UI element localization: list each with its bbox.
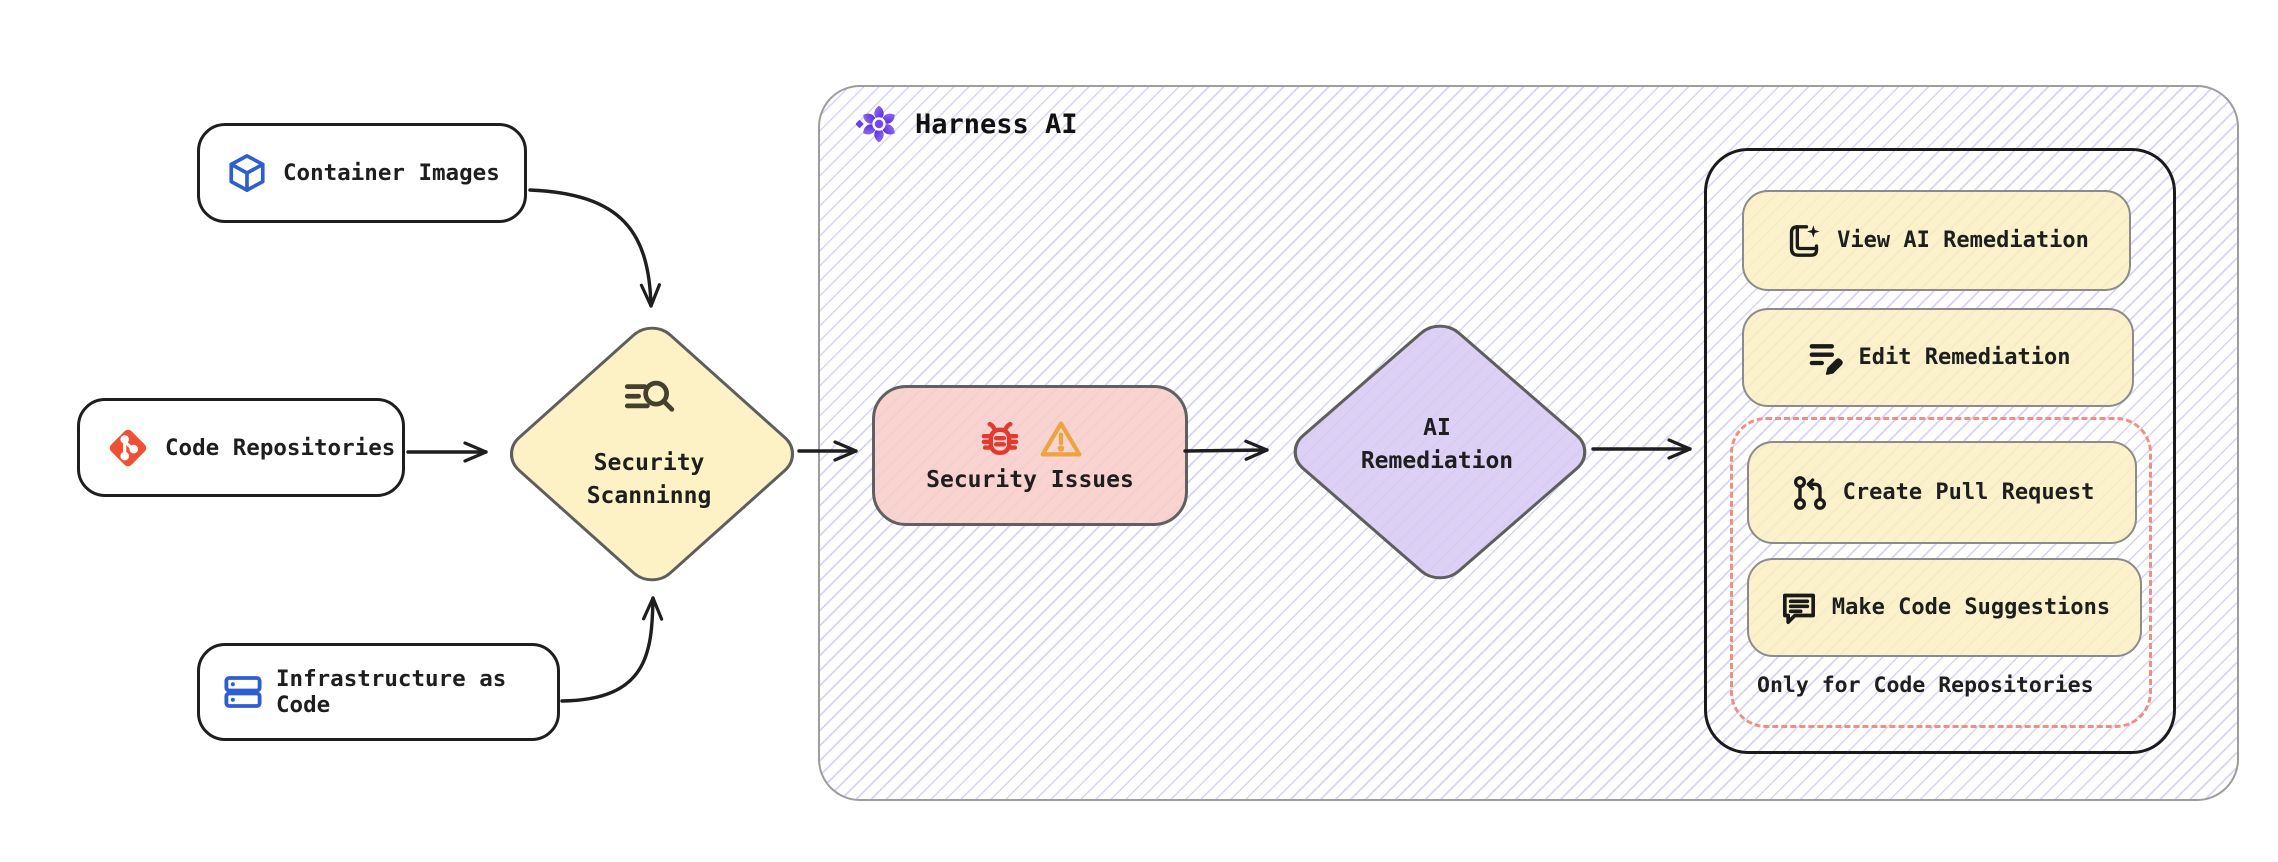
remediation-actions-container — [1704, 148, 2176, 754]
code-repo-only-group — [1730, 417, 2152, 728]
view-ai-remediation-node: View AI Remediation — [1742, 190, 2131, 291]
harness-ai-logo-icon — [856, 101, 902, 147]
harness-ai-title: Harness AI — [915, 108, 1078, 140]
edit-remediation-label: Edit Remediation — [1858, 345, 2071, 370]
server-stack-icon — [222, 671, 264, 713]
code-repositories-label: Code Repositories — [165, 434, 396, 461]
code-repo-only-note: Only for Code Repositories — [1757, 673, 2094, 698]
arrow-container-images-to-scanning — [528, 188, 662, 308]
security-scanning-label: Security Scanninng — [586, 450, 712, 509]
create-pull-request-label: Create Pull Request — [1842, 480, 2095, 505]
git-icon — [106, 426, 150, 470]
pull-request-icon — [1790, 473, 1830, 513]
ai-remediation-label: AI Remediation — [1360, 415, 1514, 474]
code-repositories-node: Code Repositories — [77, 398, 405, 497]
view-ai-remediation-label: View AI Remediation — [1837, 228, 2089, 253]
code-comment-icon — [1779, 588, 1819, 628]
warning-icon — [1039, 418, 1083, 460]
arrow-infrastructure-to-scanning — [560, 596, 664, 703]
ai-document-icon — [1784, 221, 1824, 261]
make-code-suggestions-node: Make Code Suggestions — [1747, 558, 2142, 657]
harness-ai-group-label: Harness AI — [856, 101, 1078, 147]
security-issues-label: Security Issues — [926, 467, 1134, 493]
make-code-suggestions-label: Make Code Suggestions — [1831, 595, 2111, 620]
search-list-icon — [622, 377, 678, 419]
edit-list-icon — [1806, 338, 1846, 378]
infrastructure-as-code-label: Infrastructure as Code — [276, 666, 507, 718]
cube-icon — [226, 152, 268, 194]
infrastructure-as-code-node: Infrastructure as Code — [197, 643, 560, 741]
security-issues-node: Security Issues — [872, 385, 1188, 526]
edit-remediation-node: Edit Remediation — [1742, 308, 2134, 407]
container-images-label: Container Images — [283, 160, 500, 186]
container-images-node: Container Images — [197, 123, 527, 223]
create-pull-request-node: Create Pull Request — [1747, 441, 2137, 544]
bug-icon — [977, 418, 1023, 460]
